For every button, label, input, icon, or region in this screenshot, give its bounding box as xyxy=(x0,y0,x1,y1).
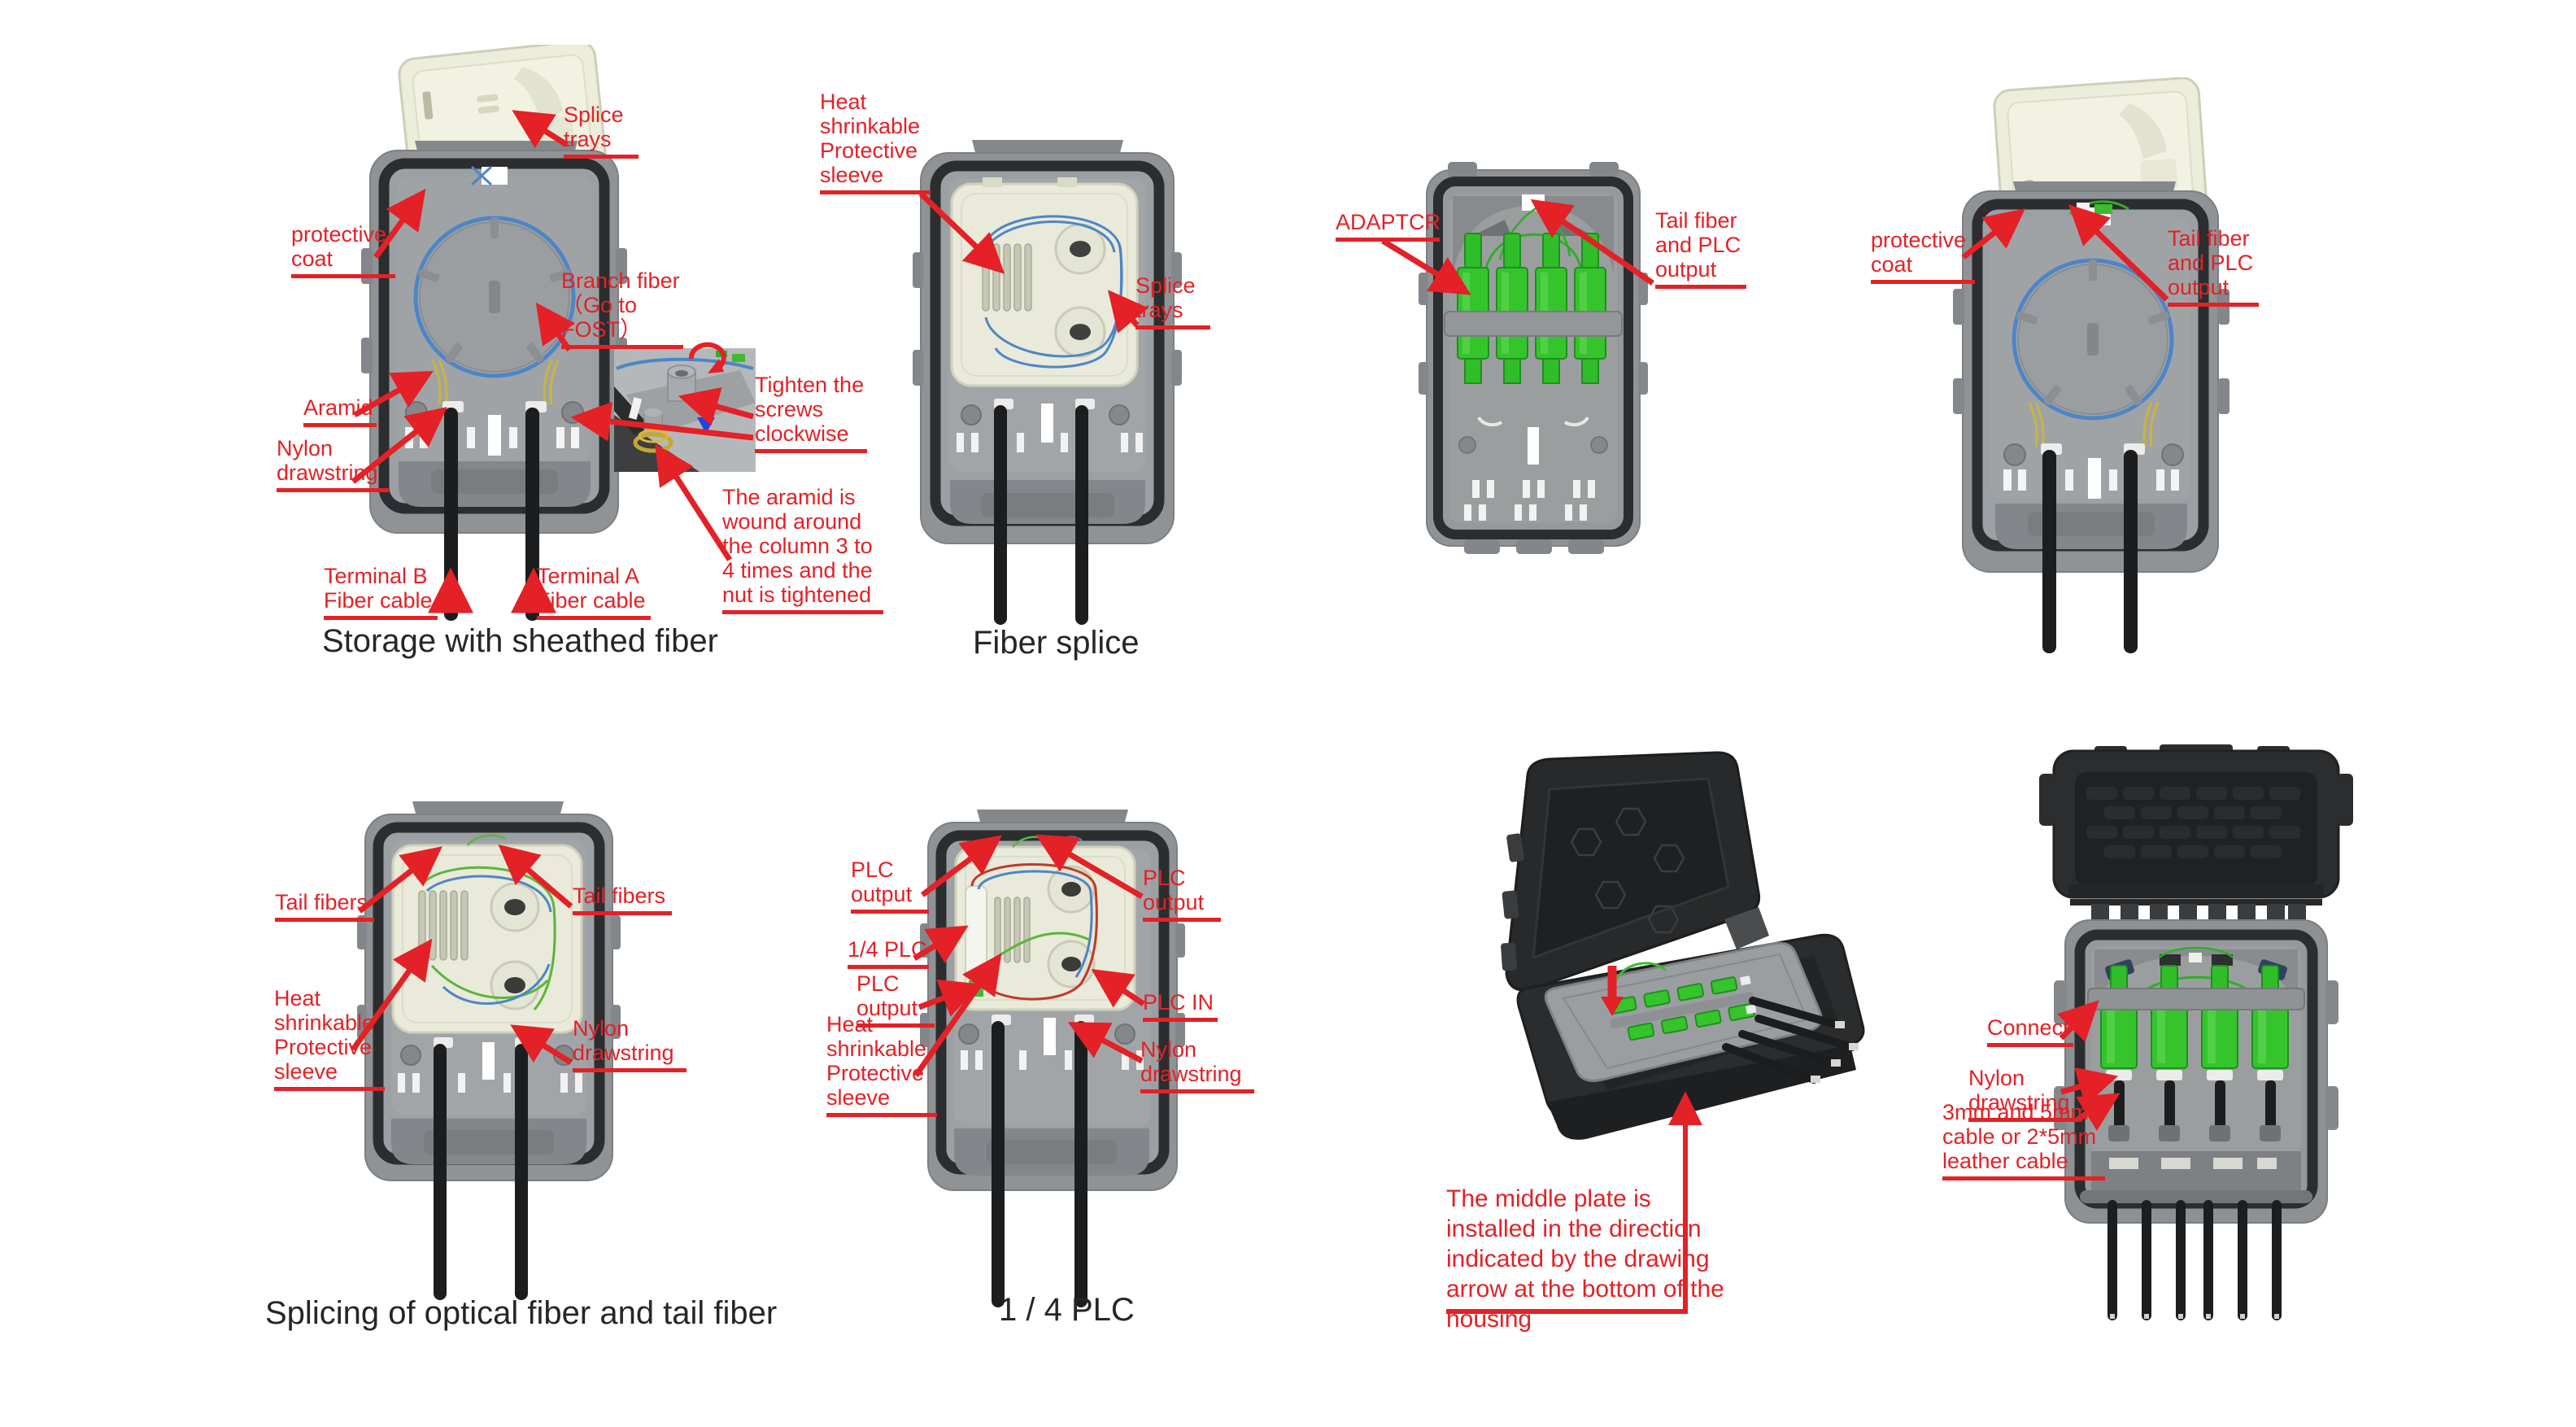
label-heat-sleeve: Heat shrinkable Protective sleeve xyxy=(820,89,931,194)
closure-body xyxy=(2054,919,2338,1320)
label-tighten-screws: Tighten the screws clockwise xyxy=(755,373,867,453)
open-lid xyxy=(2039,744,2353,899)
label-nylon-drawstring: Nylon drawstring xyxy=(1140,1037,1254,1093)
caption-storage: Storage with sheathed fiber xyxy=(322,623,718,659)
label-cable-spec: 3mm and 5mm cable or 2*5mm leather cable xyxy=(1942,1100,2105,1180)
aramid-yarn xyxy=(431,360,560,405)
label-heat-sleeve: Heat shrinkable Protective sleeve xyxy=(826,1012,937,1117)
label-nylon-drawstring: Nylon drawstring xyxy=(573,1016,686,1072)
label-plc-in: PLC IN xyxy=(1143,990,1218,1022)
label-protective-coat: protective coat xyxy=(1871,228,1975,284)
label-tail-fiber-plc: Tail fiber and PLC output xyxy=(1655,208,1746,289)
label-tail-fiber-plc: Tail fiber and PLC output xyxy=(2168,226,2259,307)
label-splice-trays: Splice trays xyxy=(564,103,639,159)
device-tail-fiber-graphic xyxy=(1953,77,2229,653)
caption-quarter-plc: 1 / 4 PLC xyxy=(999,1292,1135,1328)
terminal-b-cable xyxy=(444,408,458,621)
hinge-teeth xyxy=(2070,899,2322,920)
label-plc-output-mid-left: PLC output xyxy=(856,971,935,1028)
adapter-clamp-bar xyxy=(1444,311,1623,337)
case-lid-open xyxy=(1501,751,1761,992)
label-connect: Connect xyxy=(1987,1015,2073,1047)
label-aramid-note: The aramid is wound around the column 3 … xyxy=(722,485,883,614)
terminal-a-cable xyxy=(525,408,539,621)
device-connect-graphic xyxy=(2039,744,2353,1320)
heat-shrink-sleeves xyxy=(994,897,1031,963)
caption-splicing: Splicing of optical fiber and tail fiber xyxy=(265,1295,778,1331)
label-tail-fibers-left: Tail fibers xyxy=(275,890,374,922)
closure-body xyxy=(1953,181,2229,653)
label-protective-coat: protective coat xyxy=(291,222,395,278)
connector-clamp-bar xyxy=(2087,988,2305,1010)
case-hinge xyxy=(1724,907,1769,949)
label-nylon-drawstring: Nylon drawstring xyxy=(1968,1066,2082,1122)
clockwise-arrow-icon xyxy=(688,342,726,369)
label-terminal-b: Terminal B Fiber cable xyxy=(324,564,438,620)
fiber-cable xyxy=(1075,405,1088,625)
drop-cables xyxy=(1722,997,1856,1084)
caption-fiber-splice: Fiber splice xyxy=(973,625,1140,661)
label-plc-output-top-left: PLC output xyxy=(851,858,929,914)
output-cables xyxy=(2107,1200,2282,1320)
label-plc-output-top-right: PLC output xyxy=(1143,866,1221,922)
label-tail-fibers-right: Tail fibers xyxy=(573,884,672,915)
fiber-cable xyxy=(994,405,1007,625)
